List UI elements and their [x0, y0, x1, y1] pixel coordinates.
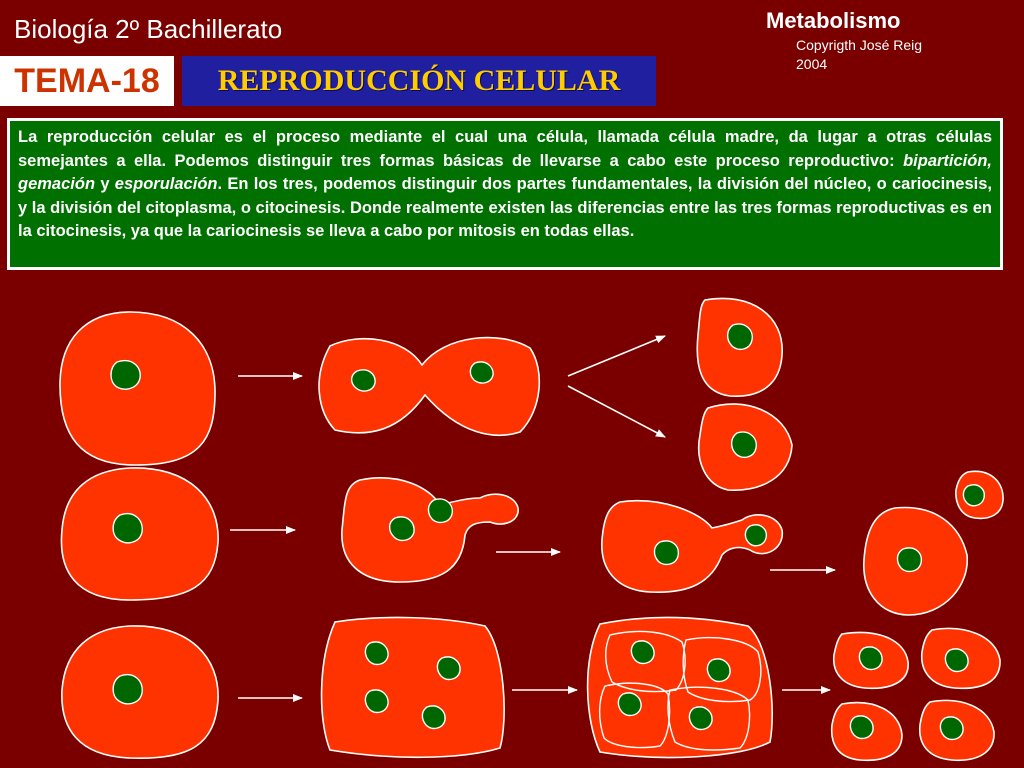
nucleus-9 — [653, 540, 679, 566]
nucleus-11 — [962, 484, 985, 507]
intro-text-joiner: y — [95, 175, 115, 193]
reproduction-diagram — [59, 297, 1004, 762]
nucleus-12 — [896, 547, 922, 573]
bipartition-dividing-cell — [318, 336, 541, 436]
nucleus-13 — [112, 674, 143, 705]
nucleus-1 — [110, 360, 141, 390]
nucleus-21 — [688, 706, 713, 731]
section-title: Metabolismo — [766, 8, 901, 33]
nucleus-7 — [388, 516, 415, 542]
nucleus-15 — [436, 656, 461, 681]
spore-membrane-1 — [605, 630, 686, 693]
nucleus-2 — [350, 369, 376, 392]
intro-term-sporulation: esporulación — [114, 175, 218, 193]
spore-membrane-4 — [667, 686, 751, 751]
nucleus-8 — [427, 498, 453, 524]
nucleus-22 — [858, 646, 883, 671]
nucleus-25 — [939, 716, 964, 741]
budding-cell-with-bud-stage2 — [601, 499, 783, 593]
copyright: Copyrigth José Reig 2004 — [796, 36, 976, 74]
nucleus-19 — [706, 658, 731, 683]
nucleus-5 — [730, 431, 757, 459]
intro-text-box: La reproducción celular es el proceso me… — [7, 118, 1003, 270]
sporulation-spore-mass — [586, 616, 773, 759]
spore-membrane-3 — [598, 682, 671, 749]
nucleus-14 — [364, 641, 389, 666]
arrow-bipartition-split-up — [567, 335, 666, 377]
nucleus-20 — [617, 692, 642, 717]
nucleus-3 — [469, 361, 494, 384]
intro-text-part2: . En los tres, podemos distinguir dos pa… — [18, 175, 992, 240]
intro-term-bipartition-budding: bipartición, gemación — [18, 151, 992, 194]
arrow-bipartition-split-down — [567, 385, 666, 438]
topic-title: REPRODUCCIÓN CELULAR — [182, 56, 656, 106]
nucleus-6 — [112, 513, 143, 544]
nucleus-10 — [744, 524, 767, 547]
intro-text-part1: La reproducción celular es el proceso me… — [18, 128, 992, 170]
course-title: Biología 2º Bachillerato — [14, 14, 283, 44]
copyright-year: 2004 — [796, 56, 828, 72]
spore-membrane-2 — [682, 637, 762, 703]
nucleus-17 — [421, 705, 446, 730]
bipartition-mother-cell — [59, 311, 216, 466]
sporulation-multinucleate-cell — [320, 616, 505, 759]
nucleus-4 — [726, 323, 753, 351]
nucleus-18 — [630, 640, 655, 665]
budding-cell-with-bud — [341, 477, 519, 583]
nucleus-16 — [364, 689, 389, 714]
nucleus-23 — [944, 648, 969, 673]
nucleus-24 — [849, 715, 874, 740]
tema-label: TEMA-18 — [0, 56, 174, 106]
copyright-author: Copyrigth José Reig — [796, 37, 923, 53]
